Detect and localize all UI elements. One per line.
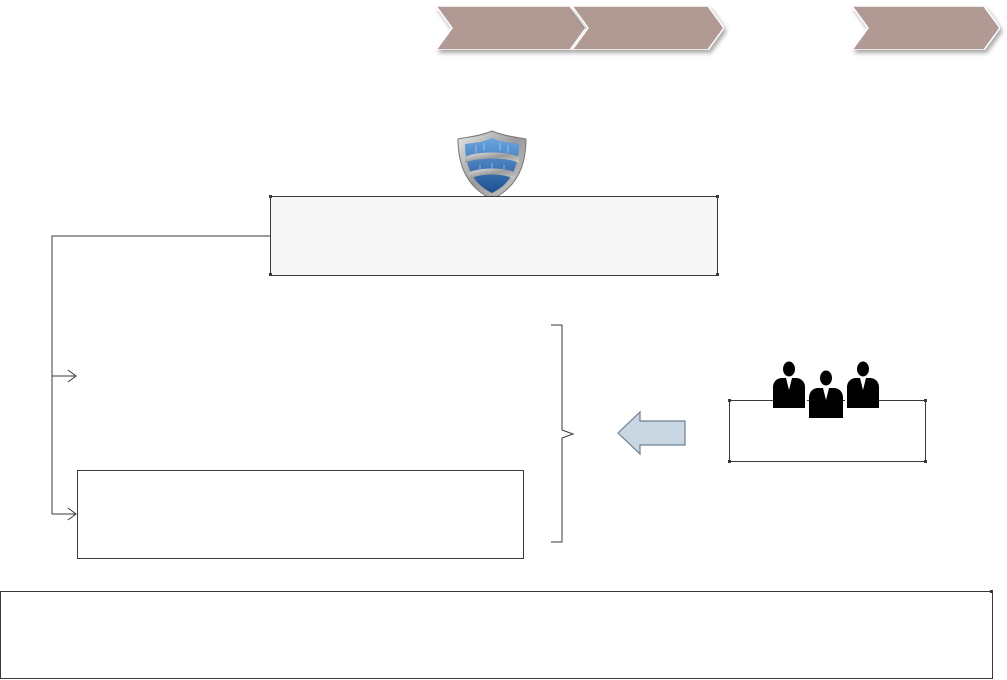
corner-marker bbox=[269, 273, 272, 276]
left-arrow-icon bbox=[616, 410, 688, 456]
corner-marker bbox=[728, 399, 731, 402]
top-box bbox=[270, 196, 718, 276]
corner-marker bbox=[716, 195, 719, 198]
lower-branch-box bbox=[77, 470, 524, 559]
process-step-1 bbox=[436, 6, 586, 50]
bottom-box bbox=[0, 591, 993, 679]
shield-icon bbox=[456, 129, 528, 201]
corner-marker bbox=[990, 590, 993, 593]
corner-marker bbox=[924, 460, 927, 463]
corner-marker bbox=[716, 273, 719, 276]
chevron-shape bbox=[572, 6, 724, 50]
chevron-shape bbox=[852, 6, 1000, 50]
corner-marker bbox=[728, 460, 731, 463]
people-group-icon bbox=[770, 360, 882, 418]
corner-marker bbox=[269, 195, 272, 198]
corner-marker bbox=[924, 399, 927, 402]
process-step-2 bbox=[572, 6, 724, 50]
upper-branch-area bbox=[80, 330, 520, 420]
chevron-shape bbox=[436, 6, 586, 50]
process-step-3 bbox=[852, 6, 1000, 50]
